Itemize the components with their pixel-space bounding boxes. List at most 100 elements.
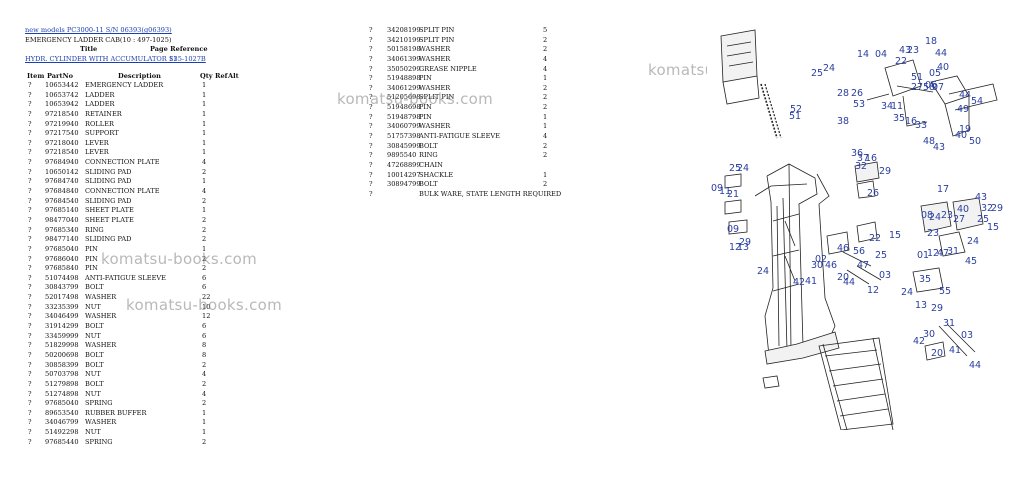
- col-qty: Qty: [200, 72, 213, 80]
- cell-qty: 2: [543, 180, 548, 189]
- callout-number: 25: [811, 68, 823, 79]
- callout-number: 09: [711, 183, 723, 194]
- cell-qty: 1: [543, 170, 548, 179]
- cell-part-number: 98477140: [45, 235, 79, 244]
- title-label: Title: [80, 45, 98, 54]
- cell-qty: 1: [543, 74, 548, 83]
- cell-description: LEVER: [85, 148, 109, 157]
- cell-qty: 22: [202, 293, 211, 302]
- callout-number: 25: [729, 163, 741, 174]
- cell-description: WASHER: [85, 341, 117, 350]
- callout-number: 35: [893, 113, 905, 124]
- cell-part-number: 51274898: [45, 389, 79, 398]
- cell-item: ?: [28, 418, 32, 427]
- callout-number: 58: [923, 82, 935, 93]
- col-partno: PartNo: [47, 72, 73, 80]
- callout-number: 22: [869, 233, 881, 244]
- col-item: Item: [27, 72, 45, 80]
- cell-item: ?: [369, 93, 373, 102]
- callout-number: 12: [729, 242, 741, 253]
- breadcrumb-link[interactable]: new models PC3000-11 S/N 06393(g06393): [25, 26, 172, 34]
- cell-part-number: 51829998: [45, 341, 79, 350]
- cell-part-number: 97219940: [45, 119, 79, 128]
- title-link[interactable]: HYDR. CYLINDER WITH ACCUMULATOR 11: [25, 54, 178, 63]
- cell-item: ?: [369, 54, 373, 63]
- callout-number: 34: [881, 101, 893, 112]
- cell-part-number: 97685440: [45, 437, 79, 446]
- cell-item: ?: [369, 112, 373, 121]
- cell-item: ?: [369, 26, 373, 34]
- callout-number: 17: [937, 184, 949, 195]
- callout-number: 43: [933, 142, 945, 153]
- header-block: new models PC3000-11 S/N 06393(g06393) E…: [25, 26, 208, 64]
- cell-item: ?: [369, 45, 373, 54]
- callout-number: 26: [851, 88, 863, 99]
- cell-part-number: 33235399: [45, 302, 79, 311]
- cell-description: CHAIN: [419, 160, 443, 169]
- cell-part-number: 51757398: [387, 132, 421, 141]
- cell-qty: 1: [202, 90, 207, 99]
- cell-qty: 2: [202, 215, 207, 224]
- cell-part-number: 97218540: [45, 109, 79, 118]
- callout-number: 19: [959, 124, 971, 135]
- cell-item: ?: [28, 273, 32, 282]
- cell-part-number: 97685840: [45, 264, 79, 273]
- callout-number: 13: [915, 300, 927, 311]
- cell-description: PIN: [419, 103, 432, 112]
- callout-number: 06: [925, 80, 937, 91]
- col-description: Description: [118, 72, 161, 80]
- cell-item: ?: [28, 370, 32, 379]
- cell-qty: 4: [543, 54, 548, 63]
- cell-item: ?: [369, 103, 373, 112]
- cell-part-number: 97684540: [45, 196, 79, 205]
- callout-number: 55: [939, 286, 951, 297]
- cell-qty: 1: [202, 81, 207, 89]
- page-reference-link[interactable]: S35-1027B: [169, 54, 206, 63]
- cell-description: PIN: [419, 74, 432, 83]
- cell-description: SLIDING PAD: [85, 167, 132, 176]
- cell-part-number: 30843799: [45, 283, 79, 292]
- cell-item: ?: [28, 148, 32, 157]
- cell-description: SPRING: [85, 399, 113, 408]
- cell-description: PIN: [85, 264, 98, 273]
- cell-part-number: 89653540: [45, 408, 79, 417]
- callout-number: 08: [921, 210, 933, 221]
- cell-qty: 2: [202, 264, 207, 273]
- cell-description: WASHER: [419, 54, 451, 63]
- cell-part-number: 50703798: [45, 370, 79, 379]
- cell-item: ?: [28, 119, 32, 128]
- cell-qty: 1: [202, 177, 207, 186]
- callout-number: 27: [911, 82, 923, 93]
- callout-number: 05: [929, 68, 941, 79]
- cell-qty: 2: [543, 103, 548, 112]
- cell-item: ?: [28, 399, 32, 408]
- cell-part-number: 30858399: [45, 360, 79, 369]
- diagram-linework: [720, 29, 998, 430]
- callout-number: 24: [901, 287, 913, 298]
- callout-number: 15: [987, 222, 999, 233]
- cell-part-number: 34210199: [387, 35, 421, 44]
- cell-qty: 6: [202, 283, 207, 292]
- cell-qty: 4: [202, 389, 207, 398]
- callout-number: 21: [727, 189, 739, 200]
- cell-item: ?: [28, 244, 32, 253]
- cell-part-number: 97218540: [45, 148, 79, 157]
- callout-number: 43: [899, 45, 911, 56]
- cell-description: CONNECTION PLATE: [85, 187, 160, 196]
- callout-number: 24: [929, 212, 941, 223]
- callout-number: 20: [837, 272, 849, 283]
- callout-number: 32: [981, 203, 993, 214]
- cell-qty: 1: [202, 408, 207, 417]
- cell-description: NUT: [85, 428, 101, 437]
- watermark: komatsu-books.com: [101, 250, 258, 268]
- cell-item: ?: [28, 158, 32, 167]
- callout-number: 40: [955, 130, 967, 141]
